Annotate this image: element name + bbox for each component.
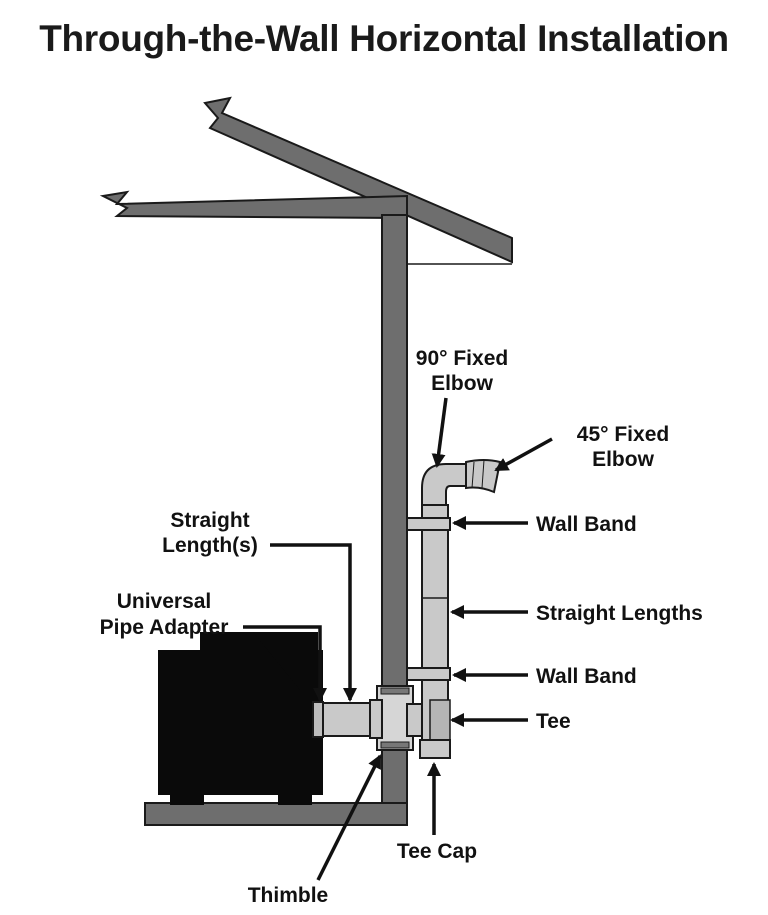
wall-band-lower <box>406 667 451 681</box>
label-90-elbow-line1: 90° Fixed <box>416 347 508 370</box>
stove <box>158 632 323 805</box>
elbow-90 <box>421 463 471 506</box>
vertical-chimney <box>406 459 502 759</box>
label-straight-length-line2: Length(s) <box>162 534 258 557</box>
floor <box>144 802 408 826</box>
label-thimble: Thimble <box>248 884 329 907</box>
label-straight-lengths: Straight Lengths <box>536 602 703 625</box>
label-tee-cap: Tee Cap <box>397 840 477 863</box>
label-wall-band-lower: Wall Band <box>536 665 637 688</box>
label-adapter-line1: Universal <box>117 590 212 613</box>
label-45-elbow-line1: 45° Fixed <box>577 423 669 446</box>
leader-arrows <box>243 397 553 881</box>
label-45-elbow-line2: Elbow <box>592 448 654 471</box>
roof-rafter <box>203 96 513 264</box>
wall-band-upper <box>406 517 451 531</box>
pipe-adapter <box>312 701 324 738</box>
label-tee: Tee <box>536 710 571 733</box>
diagram-title: Through-the-Wall Horizontal Installation <box>39 18 729 59</box>
label-straight-length-line1: Straight <box>170 509 249 532</box>
ceiling-joist <box>99 190 408 220</box>
label-adapter-line2: Pipe Adapter <box>100 616 229 639</box>
label-wall-band-upper: Wall Band <box>536 513 637 536</box>
label-90-elbow-line2: Elbow <box>431 372 493 395</box>
